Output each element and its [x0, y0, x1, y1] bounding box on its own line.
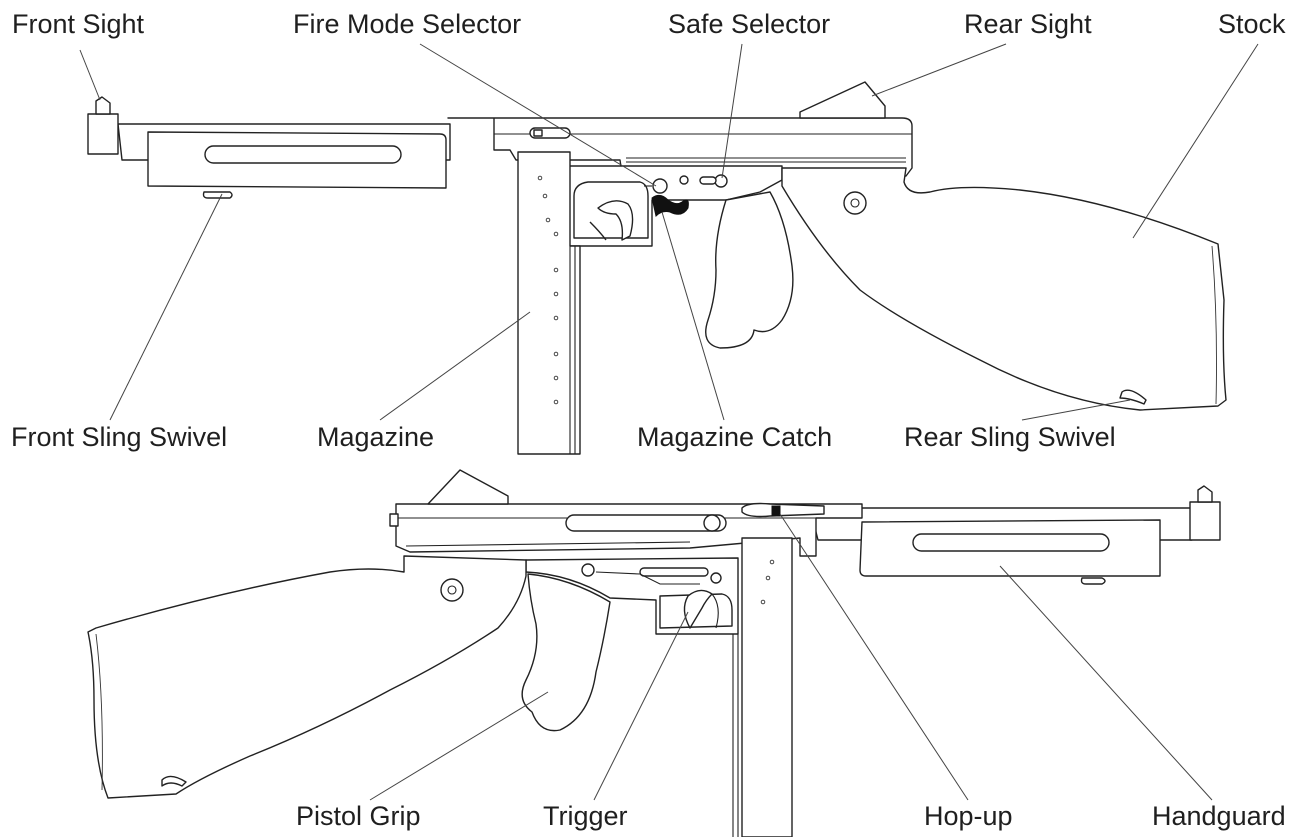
leader-hop-up — [779, 513, 969, 801]
bottom-gun-drawing — [87, 469, 1221, 837]
top-magazine — [517, 151, 581, 455]
leader-rear-sight — [871, 43, 1007, 97]
bottom-stock-screw-center — [447, 585, 457, 595]
bottom-handguard-slot — [912, 533, 1110, 552]
label-trigger: Trigger — [543, 801, 628, 831]
bottom-stock — [87, 555, 527, 799]
bottom-front-sight-blade — [1197, 485, 1213, 503]
top-bolt-knob — [533, 129, 543, 137]
leader-handguard — [999, 565, 1213, 801]
label-handguard: Handguard — [1152, 801, 1286, 831]
label-pistol-grip: Pistol Grip — [296, 801, 421, 831]
leader-rear-sling-swivel — [1021, 399, 1131, 421]
bottom-bolt-knob — [703, 514, 721, 532]
label-hop-up: Hop-up — [924, 801, 1013, 831]
leader-front-sling-swivel — [109, 193, 223, 421]
top-front-sling-swivel — [202, 191, 233, 199]
bottom-rear-sling-swivel — [161, 775, 187, 787]
leader-front-sight — [79, 49, 101, 101]
label-rear-sling-swivel: Rear Sling Swivel — [904, 422, 1116, 452]
bottom-rear-sight — [427, 469, 509, 505]
top-front-sight-blade — [95, 96, 111, 115]
label-magazine: Magazine — [317, 422, 435, 452]
leader-trigger — [593, 611, 689, 801]
leader-magazine — [379, 311, 531, 421]
top-stock-screw — [843, 191, 867, 215]
top-rear-sling-swivel — [1119, 389, 1147, 405]
top-trigger-back — [589, 221, 607, 241]
label-safe-selector: Safe Selector — [668, 9, 831, 39]
leader-pistol-grip — [369, 691, 549, 801]
bottom-front-sling-swivel — [1080, 577, 1106, 585]
bottom-receiver-end — [389, 513, 399, 527]
label-fire-mode-selector: Fire Mode Selector — [293, 9, 522, 39]
bottom-selector-1 — [581, 563, 595, 577]
bottom-magazine — [741, 537, 793, 837]
top-trigger — [597, 200, 634, 241]
top-pistol-grip — [705, 191, 794, 349]
label-magazine-catch: Magazine Catch — [637, 422, 833, 452]
label-front-sight: Front Sight — [12, 9, 145, 39]
bottom-trigger-back — [711, 593, 719, 629]
bottom-selector-slot — [639, 567, 709, 577]
top-stock — [781, 167, 1227, 411]
bottom-receiver-rail — [405, 541, 691, 547]
top-stock-butt — [1211, 245, 1217, 405]
top-front-sight-block — [87, 113, 119, 155]
top-magazine-holes — [537, 175, 559, 405]
leader-lines — [79, 43, 1259, 801]
label-front-sling-swivel: Front Sling Swivel — [11, 422, 228, 452]
label-stock: Stock — [1218, 9, 1286, 39]
leader-stock — [1132, 43, 1259, 239]
top-handguard-slot — [204, 145, 402, 164]
label-rear-sight: Rear Sight — [964, 9, 1092, 39]
leader-safe-selector — [721, 43, 743, 179]
bottom-magazine-holes — [760, 559, 775, 605]
top-rear-sight — [799, 81, 886, 119]
bottom-selector-2 — [710, 572, 722, 584]
top-safe-selector — [714, 174, 728, 188]
bottom-hop-up-dial — [771, 505, 781, 517]
bottom-stock-butt — [95, 633, 103, 791]
top-stock-screw-center — [850, 198, 860, 208]
top-magazine-catch — [651, 194, 689, 217]
top-safe-slot — [699, 176, 717, 185]
top-pin-1 — [679, 175, 689, 185]
bottom-stock-screw — [440, 578, 464, 602]
bottom-hop-up — [741, 502, 825, 518]
bottom-pistol-grip — [521, 573, 611, 732]
bottom-front-sight-block — [1189, 501, 1221, 541]
leader-fire-mode-selector — [419, 43, 657, 187]
top-gun-drawing — [87, 81, 1227, 455]
bottom-selector-linkage — [595, 571, 700, 585]
bottom-bolt-slot — [565, 514, 727, 532]
leader-magazine-catch — [661, 211, 725, 421]
top-fire-mode-selector — [652, 178, 668, 194]
